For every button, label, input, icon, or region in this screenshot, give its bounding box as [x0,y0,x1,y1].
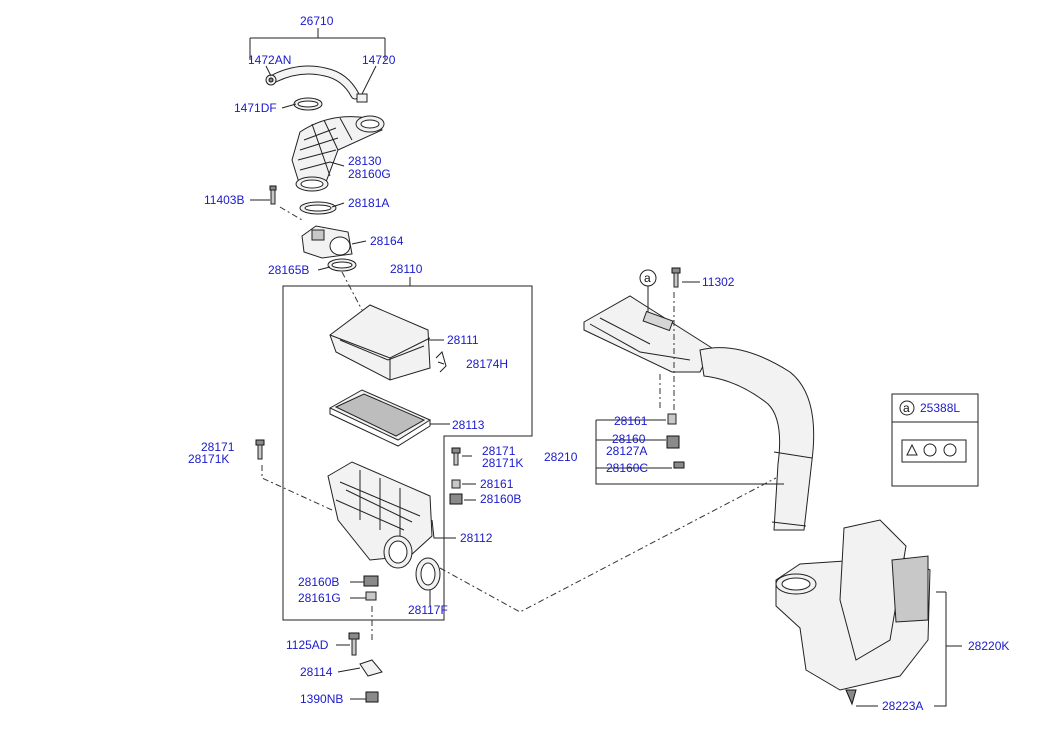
bolt-1125AD [348,632,360,656]
marker-circle-a [899,400,915,416]
clamp-1471DF [293,97,323,111]
bolt-28171-right [451,447,461,466]
callout-28165B[interactable]: 28165B [268,263,309,277]
bushing-28161-right [451,479,461,489]
callout-28171-left[interactable]: 28171 [201,440,235,454]
callout-1125AD[interactable]: 1125AD [286,638,329,652]
callout-28160[interactable]: 28160 [612,432,646,446]
callout-28171-right[interactable]: 28171 [482,444,516,458]
grommet-28160-duct [666,435,680,449]
bolt-28160C [673,461,685,469]
callout-28160B-right[interactable]: 28160B [480,492,521,506]
callout-28111[interactable]: 28111 [447,333,479,347]
legend-box [891,393,979,487]
callout-11403B[interactable]: 11403B [204,193,244,207]
bushing-28161G [365,591,377,601]
assembly-guide-line-2 [261,465,373,640]
bracket-28114 [359,659,383,677]
callout-28112[interactable]: 28112 [460,531,493,545]
nut-1390NB [365,691,379,703]
callout-28160B-left[interactable]: 28160B [298,575,339,589]
callout-labels: 26710 1472AN 14720 1471DF 28130 28160G 1… [188,14,1009,713]
callout-28130[interactable]: 28130 [348,154,382,168]
assembly-guide-line-3 [439,477,777,613]
body-28112 [327,461,433,569]
callout-28160C[interactable]: 28160C [606,461,648,475]
callout-28117F[interactable]: 28117F [408,603,448,617]
callout-28171K-right[interactable]: 28171K [482,456,523,470]
grommet-28160B [363,575,379,587]
callout-28174H[interactable]: 28174H [466,357,508,371]
callout-1390NB[interactable]: 1390NB [300,692,343,706]
sensor-28164 [301,225,353,259]
bushing-28161-duct [667,413,677,425]
callout-28220K[interactable]: 28220K [968,639,1009,653]
callout-28161-duct[interactable]: 28161 [614,414,648,428]
marker-a-legend-label: a [903,401,910,415]
warning-label-icon [901,439,967,463]
callout-1472AN[interactable]: 1472AN [248,53,291,67]
bolt-28171-left [255,439,265,460]
assembly-guide-line-4 [659,292,675,410]
callout-14720[interactable]: 14720 [362,53,396,67]
clamp-28181A [299,201,337,215]
clip-28174H [435,351,447,373]
duct-28117F [415,557,441,591]
callout-28127A[interactable]: 28127A [606,444,647,458]
callout-25388L[interactable]: 25388L [920,401,960,415]
gasket-28165B [327,258,357,272]
clip-28223A [845,689,857,706]
callout-28113[interactable]: 28113 [452,418,485,432]
leader-lines [249,28,962,707]
grommet-28160B-right [449,493,463,505]
callout-28164[interactable]: 28164 [370,234,404,248]
cover-28111 [329,304,431,381]
group-frame-28110 [282,285,533,621]
callout-28171K-left[interactable]: 28171K [188,452,229,466]
callout-28114[interactable]: 28114 [300,665,333,679]
callout-26710[interactable]: 26710 [300,14,334,28]
marker-a-label: a [644,271,651,285]
bolt-11403B [269,185,277,205]
clamp-14720 [356,93,368,103]
clamp-1472AN [265,74,277,86]
intake-duct-28130 [291,115,385,192]
callout-28161-box[interactable]: 28161 [480,477,514,491]
callout-11302[interactable]: 11302 [702,275,735,289]
bolt-11302 [671,267,681,288]
callout-28181A[interactable]: 28181A [348,196,389,210]
callout-28210[interactable]: 28210 [544,450,578,464]
callout-28110[interactable]: 28110 [390,262,423,276]
hose-26710 [270,65,360,100]
resonator-28220K [775,519,931,691]
callout-1471DF[interactable]: 1471DF [234,101,277,115]
callout-28160G[interactable]: 28160G [348,167,391,181]
filter-element-28113 [328,389,432,447]
callout-28223A[interactable]: 28223A [882,699,923,713]
assembly-guide-line [279,206,363,311]
callout-28161G[interactable]: 28161G [298,591,341,605]
duct-28210 [583,295,815,531]
